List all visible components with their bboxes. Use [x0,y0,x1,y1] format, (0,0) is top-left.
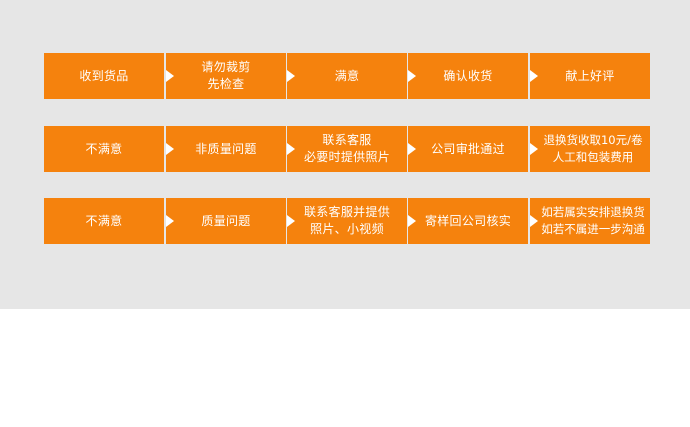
step-label: 寄样回公司核实 [424,213,512,228]
step-label: 满意 [334,68,360,83]
process-panel: 收到货品 请勿裁剪 先检查 满意 确认收货 献上好评 不满意 非质量问题 联系客… [0,0,690,309]
step-return-fee: 退换货收取10元/卷 人工和包装费用 [530,126,650,172]
step-contact-service: 联系客服 必要时提供照片 [287,126,407,172]
step-label: 质量问题 [201,213,251,228]
step-receive-goods: 收到货品 [44,53,164,99]
step-unsatisfied: 不满意 [44,126,164,172]
step-label: 献上好评 [565,68,615,83]
step-label: 联系客服并提供 照片、小视频 [303,205,391,236]
step-check-first: 请勿裁剪 先检查 [166,53,286,99]
step-arrange-return: 如若属实安排退换货 如若不属进一步沟通 [530,198,650,244]
step-confirm-receipt: 确认收货 [408,53,528,99]
flow-row-non-quality: 不满意 非质量问题 联系客服 必要时提供照片 公司审批通过 退换货收取10元/卷… [44,126,650,172]
step-non-quality-issue: 非质量问题 [166,126,286,172]
step-send-sample: 寄样回公司核实 [408,198,528,244]
step-satisfied: 满意 [287,53,407,99]
step-label: 联系客服 必要时提供照片 [303,133,391,164]
step-unsatisfied: 不满意 [44,198,164,244]
flow-row-satisfied: 收到货品 请勿裁剪 先检查 满意 确认收货 献上好评 [44,53,650,99]
step-label: 非质量问题 [195,141,257,156]
flow-row-quality: 不满意 质量问题 联系客服并提供 照片、小视频 寄样回公司核实 如若属实安排退换… [44,198,650,244]
step-label: 公司审批通过 [431,141,505,156]
step-quality-issue: 质量问题 [166,198,286,244]
step-label: 收到货品 [79,68,129,83]
step-label: 不满意 [85,141,123,156]
step-label: 不满意 [85,213,123,228]
step-label: 确认收货 [443,68,493,83]
step-send-evidence: 联系客服并提供 照片、小视频 [287,198,407,244]
step-give-review: 献上好评 [530,53,650,99]
step-label: 如若属实安排退换货 如若不属进一步沟通 [541,205,645,236]
step-label: 退换货收取10元/卷 人工和包装费用 [543,133,643,164]
step-company-approval: 公司审批通过 [408,126,528,172]
step-label: 请勿裁剪 先检查 [201,60,251,91]
